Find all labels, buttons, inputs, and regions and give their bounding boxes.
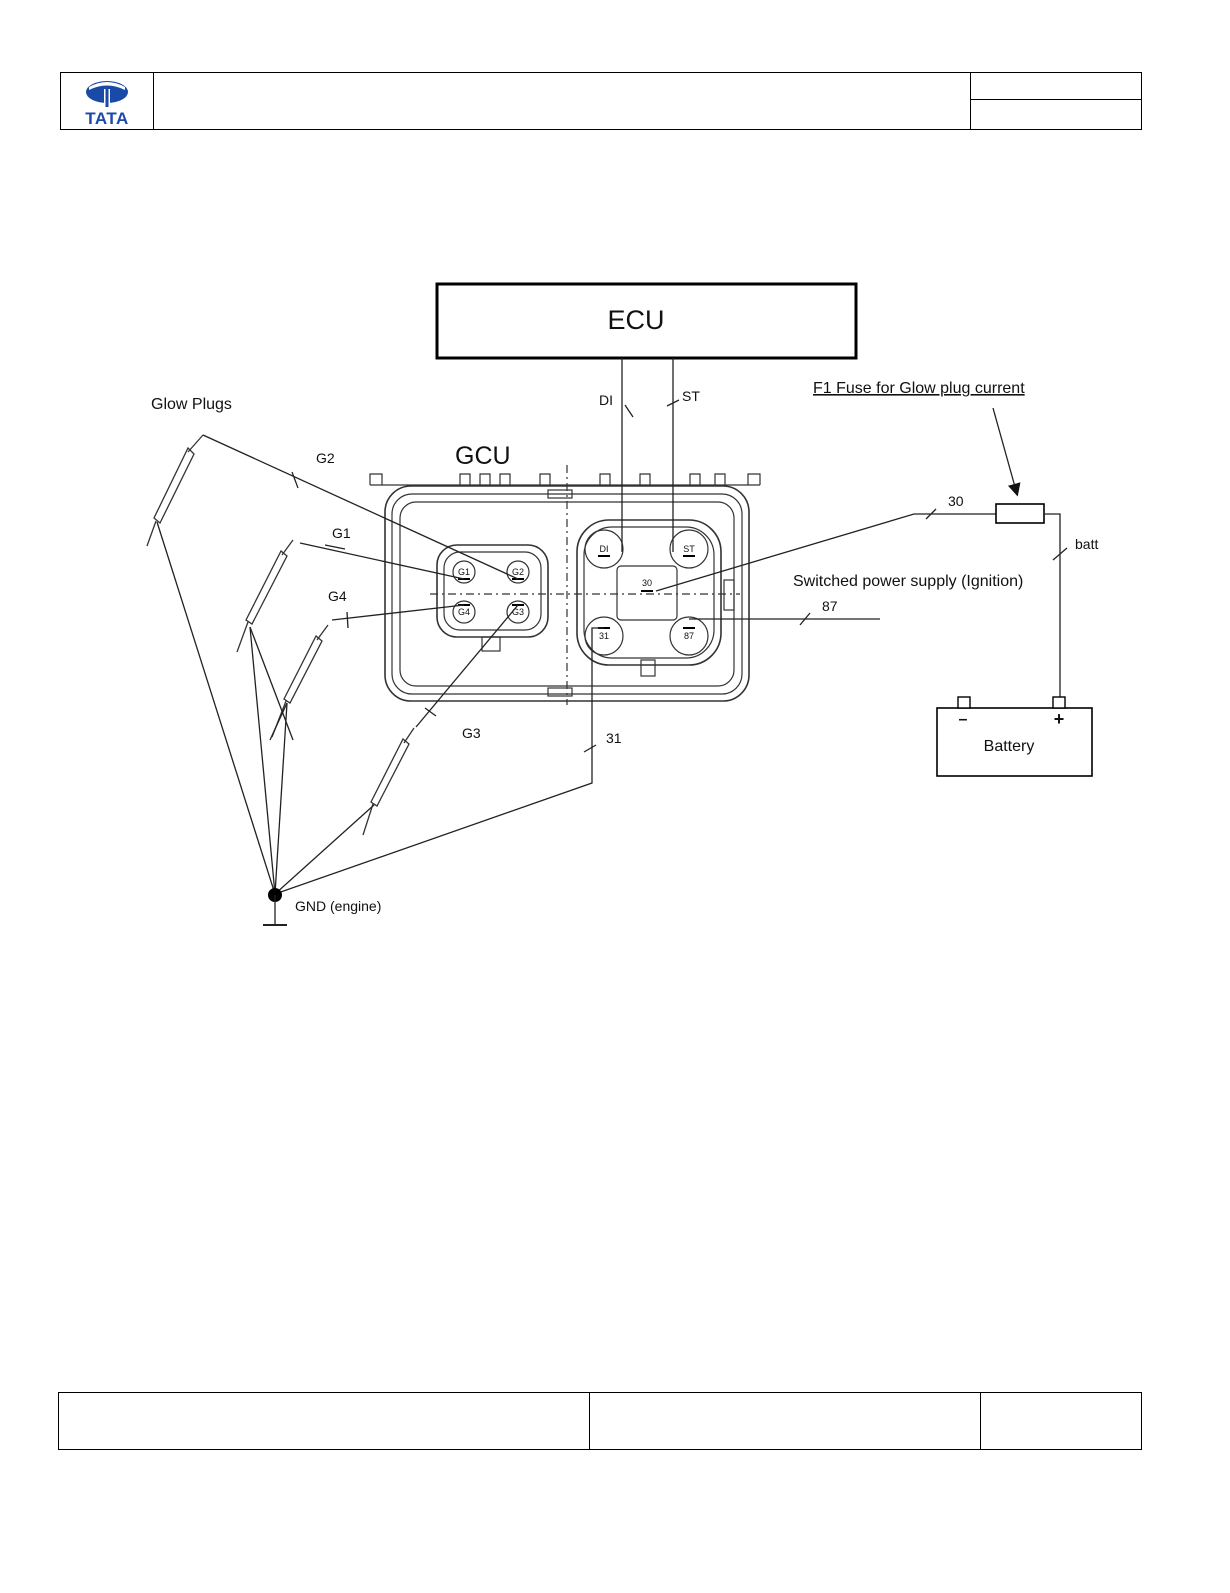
wire-87 [689, 612, 880, 626]
wire-g2-label: G2 [316, 450, 335, 466]
glow-plug-wire-labels: G2 G1 G4 G3 [316, 450, 481, 741]
wire-31-label: 31 [606, 730, 622, 746]
battery-label: Battery [984, 738, 1035, 755]
header-right-cell [970, 73, 1141, 129]
gcu-label: GCU [455, 442, 511, 470]
gcu-housing [369, 465, 761, 705]
wire-87-label: 87 [822, 598, 838, 614]
wire-di-label: DI [599, 392, 613, 408]
glow-plugs-label: Glow Plugs [151, 396, 232, 413]
pin-g2-label: G2 [512, 567, 524, 577]
pin-di-label: DI [600, 544, 609, 554]
fuse-f1 [992, 407, 1045, 524]
ecu-signal-wires [621, 358, 680, 552]
gnd-label: GND (engine) [295, 898, 381, 914]
switched-supply-label: Switched power supply (Ignition) [793, 573, 1023, 590]
logo-text: TATA [85, 109, 129, 128]
wire-batt [1044, 513, 1068, 700]
glow-plug-g4 [271, 624, 329, 738]
pin-87-label: 87 [684, 631, 694, 641]
footer-cell-right [980, 1393, 1141, 1449]
document-header: TATA [60, 72, 1142, 130]
ecu-box: ECU [435, 282, 858, 360]
tata-logo: TATA [61, 73, 154, 129]
wire-g1-label: G1 [332, 525, 351, 541]
pin-labels: G1 G2 G4 G3 DI ST 30 31 87 [458, 544, 695, 641]
pin-st-label: ST [683, 544, 695, 554]
document-footer [58, 1392, 1142, 1450]
pin-31-label: 31 [599, 631, 609, 641]
wire-30 [655, 508, 996, 592]
tata-logo-mark [86, 81, 128, 107]
ecu-label: ECU [607, 305, 664, 335]
wire-st-label: ST [682, 388, 700, 404]
header-divider [971, 99, 1141, 100]
battery: – + Battery [936, 696, 1093, 777]
wire-g4-label: G4 [328, 588, 347, 604]
wire-batt-label: batt [1075, 536, 1098, 552]
footer-cell-left [59, 1393, 590, 1449]
fuse-label: F1 Fuse for Glow plug current [813, 380, 1025, 397]
pin-g3-label: G3 [512, 607, 524, 617]
pin-g4-label: G4 [458, 607, 470, 617]
wire-g3-label: G3 [462, 725, 481, 741]
glow-plug-g3 [362, 727, 415, 836]
battery-minus: – [959, 711, 968, 728]
glow-plug-feed-wires [202, 434, 519, 728]
ground-wires [156, 521, 604, 895]
ground-symbol [263, 888, 287, 926]
battery-plus: + [1054, 709, 1065, 729]
pin-30-label: 30 [642, 578, 652, 588]
glow-plugs [146, 434, 415, 836]
glow-plug-g2 [146, 434, 204, 547]
wire-30-label: 30 [948, 493, 964, 509]
pin-g1-label: G1 [458, 567, 470, 577]
glow-plug-g1 [236, 539, 294, 653]
